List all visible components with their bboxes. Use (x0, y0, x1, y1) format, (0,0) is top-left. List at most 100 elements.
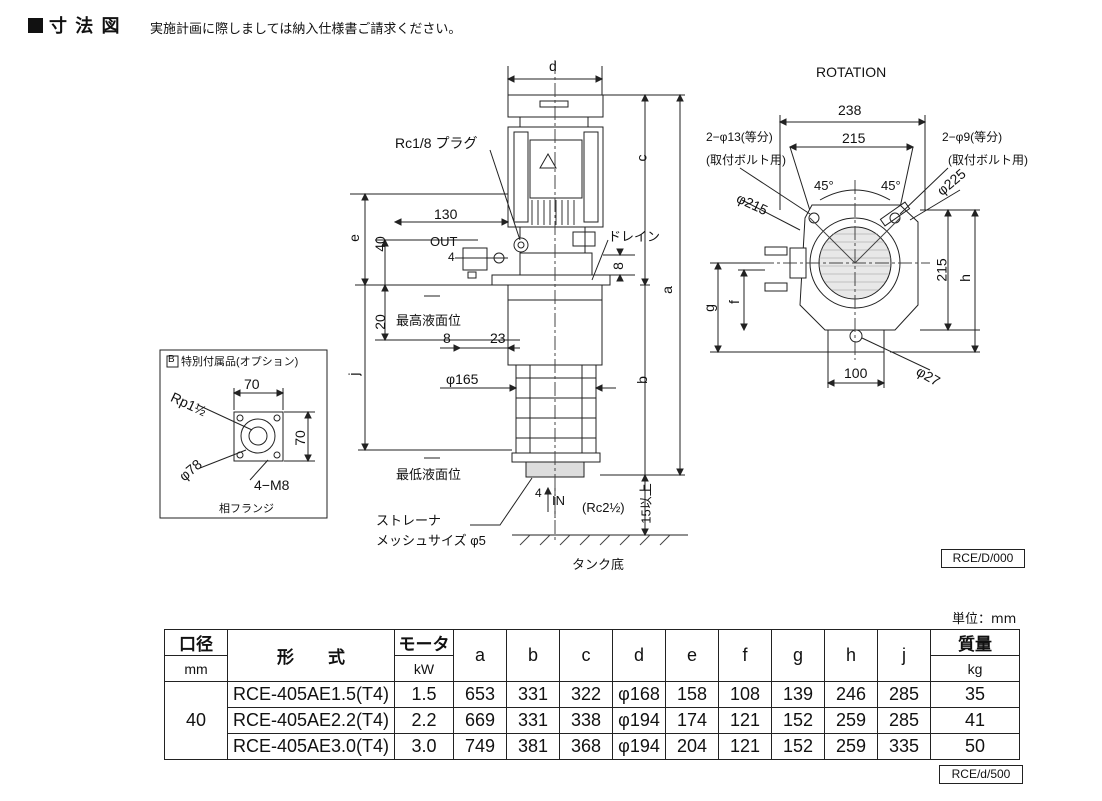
table-row: RCE-405AE2.2(T4) 2.2 669 331 338 φ194 17… (165, 707, 1020, 734)
flange-box-letter: B (168, 354, 175, 365)
cell-f: 121 (718, 733, 772, 760)
unit-label: 単位：mm (952, 612, 1017, 627)
flange-70-b: 70 (291, 430, 308, 446)
dim-100: 100 (844, 365, 868, 381)
pump-front-view (350, 60, 688, 546)
h-bore: 口径 (164, 629, 228, 656)
dimension-drawing (159, 60, 980, 546)
h-col-g: g (771, 629, 825, 682)
dim-c: c (633, 154, 650, 162)
h-model: 形 式 (227, 629, 395, 682)
angle-45-a: 45° (814, 178, 834, 193)
h-col-b: b (506, 629, 560, 682)
cell-j: 285 (877, 681, 931, 708)
kw: 3.0 (394, 733, 454, 760)
spec-table: 口径 形 式 モータ a b c d e f g h j 質量 mm kW kg… (164, 629, 1020, 760)
rotation-label: ROTATION (816, 64, 887, 80)
cell-f: 108 (718, 681, 772, 708)
drawing-labels: d c a b e j Rc1/8 プラグ 130 40 OUT 4 ドレイン … (168, 58, 1028, 572)
dim-b: b (633, 376, 650, 384)
tank-bottom-label: タンク底 (572, 557, 625, 572)
m8-label: 4−M8 (254, 477, 290, 493)
cell-h: 259 (824, 733, 878, 760)
cell-e: 174 (665, 707, 719, 734)
drain-label: ドレイン (608, 229, 661, 244)
cell-a: 749 (453, 733, 507, 760)
model: RCE-405AE3.0(T4) (227, 733, 395, 760)
bolt-note-2: (取付ボルト用) (948, 153, 1028, 167)
table-header-row: 口径 形 式 モータ a b c d e f g h j 質量 (164, 629, 1020, 682)
cell-g: 139 (771, 681, 825, 708)
cell-h: 259 (824, 707, 878, 734)
flange-70-a: 70 (244, 376, 260, 392)
cell-f: 121 (718, 707, 772, 734)
dim-238: 238 (838, 102, 862, 118)
dim-8a: 8 (609, 262, 626, 270)
phi225-label: φ225 (933, 165, 969, 199)
cell-b: 331 (506, 707, 560, 734)
pump-top-view (710, 115, 980, 388)
in-label: IN (552, 493, 565, 508)
table-row: 40 RCE-405AE1.5(T4) 1.5 653 331 322 φ168… (164, 681, 1020, 760)
cell-d: φ168 (612, 681, 666, 708)
cell-b: 331 (506, 681, 560, 708)
cell-e: 158 (665, 681, 719, 708)
above15-label: 15以上 (638, 483, 654, 524)
cell-kg: 41 (930, 707, 1020, 734)
section-title: 寸 法 図 (28, 12, 121, 38)
bolt-note-1: (取付ボルト用) (706, 153, 786, 167)
kw: 1.5 (394, 681, 454, 708)
bolt13-label: 2−φ13(等分) (706, 130, 773, 144)
strainer-label: ストレーナ (376, 513, 442, 528)
rc2-label: (Rc2½) (582, 500, 625, 515)
cell-e: 204 (665, 733, 719, 760)
cell-d: φ194 (612, 733, 666, 760)
cell-h: 246 (824, 681, 878, 708)
dim-215-side: 215 (933, 258, 950, 282)
dim-h: h (956, 274, 973, 282)
flange-box (159, 349, 328, 519)
h-col-j: j (877, 629, 931, 682)
cell-j: 285 (877, 707, 931, 734)
square-icon (28, 18, 43, 33)
out-label: OUT (430, 234, 458, 249)
cell-kg: 35 (930, 681, 1020, 708)
h-motor-unit: kW (394, 655, 454, 682)
title-text: 寸 法 図 (49, 16, 121, 37)
bore-value: 40 (164, 681, 228, 760)
cell-c: 338 (559, 707, 613, 734)
h-col-f: f (718, 629, 772, 682)
cell-b: 381 (506, 733, 560, 760)
plug-label: Rc1/8 プラグ (395, 135, 478, 151)
phi27-label: φ27 (913, 362, 944, 390)
model: RCE-405AE2.2(T4) (227, 707, 395, 734)
low-level-label: 最低液面位 (396, 467, 462, 482)
cell-d: φ194 (612, 707, 666, 734)
h-col-a: a (453, 629, 507, 682)
mesh-label: メッシュサイズ φ5 (376, 533, 486, 548)
ref-code-2: RCE/d/500 (939, 765, 1023, 784)
dim-20: 20 (371, 314, 388, 330)
cell-g: 152 (771, 707, 825, 734)
table-row: RCE-405AE3.0(T4) 3.0 749 381 368 φ194 20… (165, 733, 1020, 760)
cell-kg: 50 (930, 733, 1020, 760)
cell-j: 335 (877, 733, 931, 760)
model: RCE-405AE1.5(T4) (227, 681, 395, 708)
dim-215-top: 215 (842, 130, 866, 146)
flange-caption: 相フランジ (219, 503, 274, 515)
dim-23: 23 (490, 330, 506, 346)
dim-8b: 8 (443, 330, 451, 346)
h-mass-unit: kg (930, 655, 1020, 682)
angle-45-b: 45° (881, 178, 901, 193)
phi78-label: φ78 (175, 455, 205, 485)
subtitle: 実施計画に際しましては納入仕様書ご請求ください。 (150, 22, 462, 37)
dim-40: 40 (371, 236, 388, 252)
high-level-label: 最高液面位 (396, 313, 462, 328)
rp-label: Rp1½ (168, 388, 209, 420)
phi165-label: φ165 (446, 371, 479, 387)
table-header-row-2: mm kW kg (164, 655, 1020, 682)
dim-4: 4 (448, 250, 455, 264)
h-mass: 質量 (930, 629, 1020, 656)
ref-code-1: RCE/D/000 (941, 549, 1025, 568)
kw: 2.2 (394, 707, 454, 734)
